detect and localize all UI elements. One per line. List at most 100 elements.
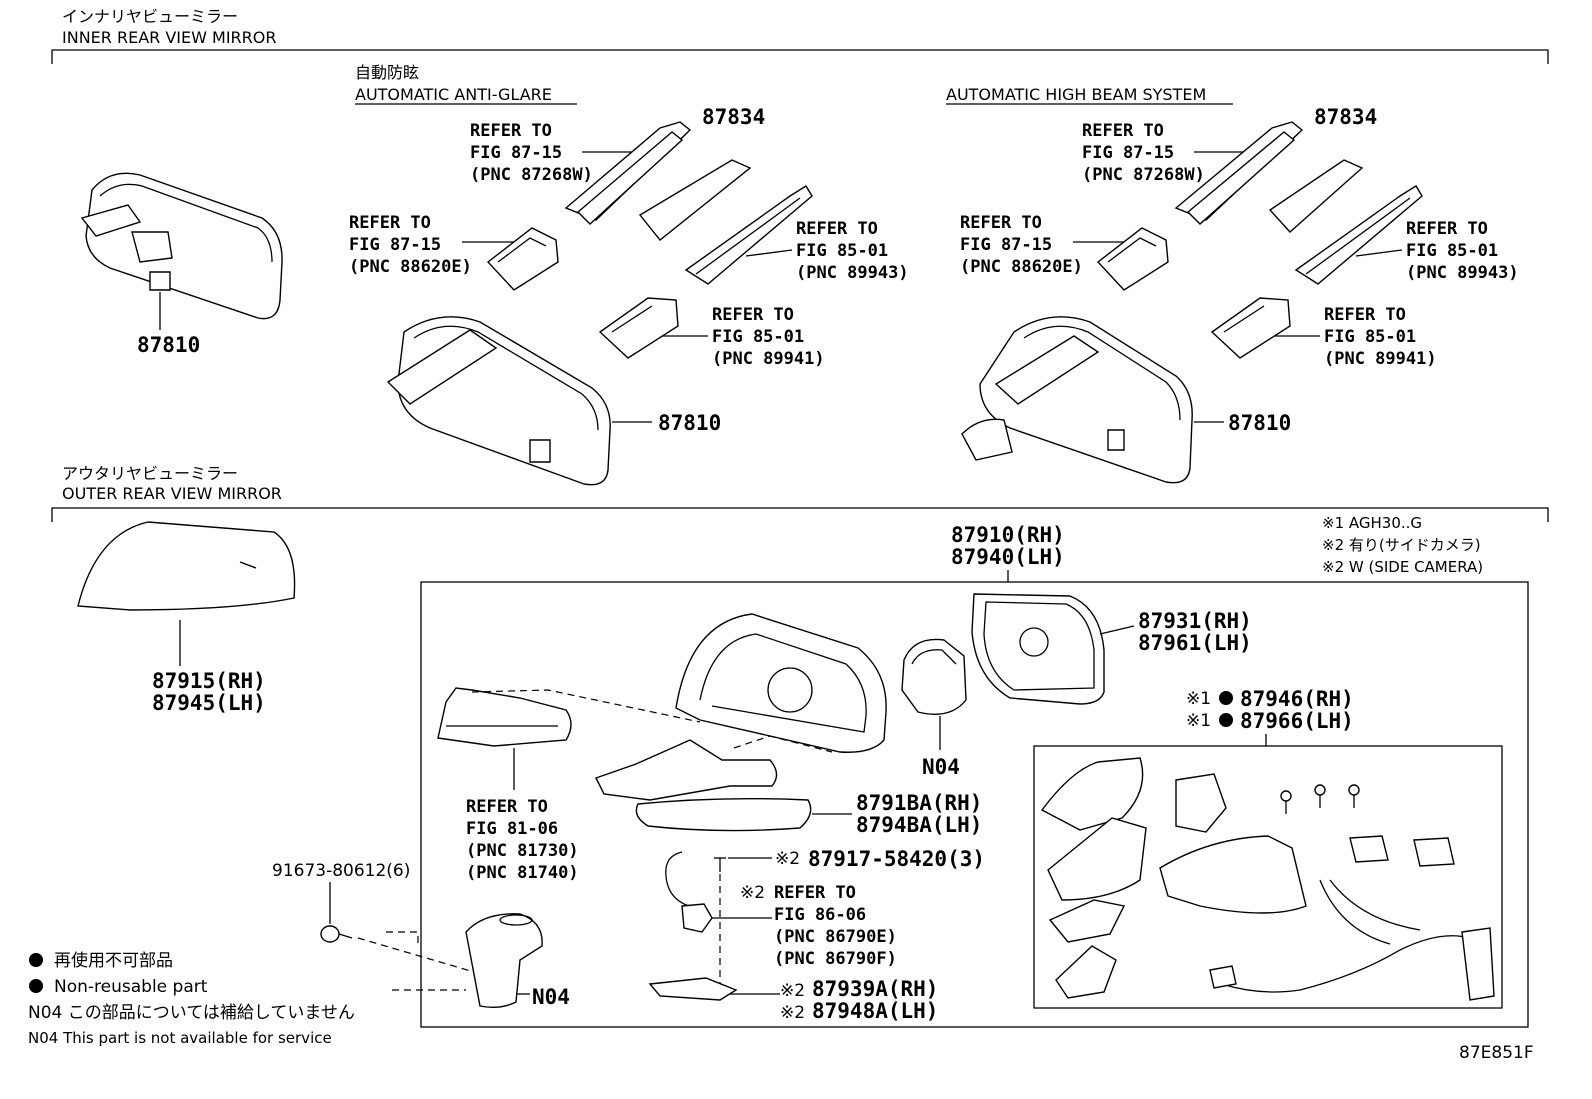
ag-bracket[interactable] (684, 185, 813, 285)
hb-bracket[interactable] (1294, 185, 1423, 285)
part-91673[interactable]: 91673-80612(6) (272, 861, 410, 881)
sub-mark-lh: ※1 (1186, 711, 1211, 731)
svg-text:※2: ※2 (740, 883, 765, 903)
svg-text:(PNC 88620E): (PNC 88620E) (960, 257, 1083, 277)
svg-text:FIG 85-01: FIG 85-01 (796, 241, 888, 261)
svg-text:(PNC 81730): (PNC 81730) (466, 841, 579, 861)
camera-screw-icon[interactable] (714, 857, 726, 872)
side-camera-cable[interactable] (665, 851, 713, 933)
legend-n04-jp: N04 この部品については補給していません (28, 1003, 355, 1023)
base-screw[interactable] (320, 925, 353, 943)
part-n04-motor[interactable]: N04 (922, 755, 960, 779)
svg-text:(PNC 87268W): (PNC 87268W) (1082, 165, 1205, 185)
leader-mirror-glass (1099, 625, 1135, 635)
svg-text:REFER TO: REFER TO (796, 219, 878, 239)
outer-title-jp: アウタリヤビューミラー (62, 464, 238, 483)
base-bracket[interactable] (465, 913, 543, 1009)
anti-glare-title-en: AUTOMATIC ANTI-GLARE (355, 85, 552, 104)
hb-ref-bracket: REFER TO FIG 85-01 (PNC 89943) (1406, 219, 1519, 283)
inner-mirror-standard[interactable] (80, 172, 283, 320)
part-87810-hb[interactable]: 87810 (1228, 411, 1291, 435)
part-87940[interactable]: 87940(LH) (951, 545, 1065, 569)
part-87961[interactable]: 87961(LH) (1138, 631, 1252, 655)
svg-text:FIG 85-01: FIG 85-01 (1324, 327, 1416, 347)
part-87917[interactable]: 87917-58420(3) (808, 847, 985, 871)
leader-hb-bracket (1355, 249, 1403, 257)
part-n04-base[interactable]: N04 (532, 985, 570, 1009)
part-8791ba[interactable]: 8791BA(RH) (856, 791, 982, 815)
ag-rain-sensor[interactable] (486, 227, 559, 291)
svg-text:FIG 86-06: FIG 86-06 (774, 905, 866, 925)
svg-text:(PNC 81740): (PNC 81740) (466, 863, 579, 883)
hb-cover-strip[interactable] (1174, 121, 1304, 225)
ref-turn-lamp: REFER TO FIG 81-06 (PNC 81730) (PNC 8174… (466, 797, 579, 883)
outer-section-bracket (51, 507, 1549, 522)
camera-cover-mark-rh: ※2 (780, 981, 805, 1001)
ag-cover-plate[interactable] (638, 159, 752, 241)
svg-text:(PNC 89941): (PNC 89941) (712, 349, 825, 369)
legend-dot-en (29, 979, 43, 993)
svg-text:REFER TO: REFER TO (1324, 305, 1406, 325)
sub-assembly-box (1033, 745, 1503, 1009)
hb-inner-mirror[interactable] (961, 316, 1193, 484)
part-87945[interactable]: 87945(LH) (152, 691, 266, 715)
inner-title-en: INNER REAR VIEW MIRROR (62, 28, 277, 47)
ag-inner-mirror[interactable] (386, 316, 611, 486)
nonreusable-dot-rh (1219, 691, 1233, 705)
turn-signal-lamp[interactable] (437, 687, 572, 747)
svg-text:REFER TO: REFER TO (349, 213, 431, 233)
part-87810-left[interactable]: 87810 (137, 333, 200, 357)
camera-cover[interactable] (648, 977, 738, 1001)
svg-text:(PNC 89941): (PNC 89941) (1324, 349, 1437, 369)
outer-mirror-glass[interactable] (971, 593, 1105, 705)
part-87910[interactable]: 87910(RH) (951, 523, 1065, 547)
anti-glare-title-jp: 自動防眩 (355, 63, 419, 82)
camera-cover-mark-lh: ※2 (780, 1003, 805, 1023)
assembly-box (420, 581, 1529, 1028)
legend-nonreusable-en: Non-reusable part (54, 977, 208, 997)
legend-n04-en: N04 This part is not available for servi… (28, 1029, 332, 1047)
part-87946[interactable]: 87946(RH) (1240, 687, 1354, 711)
ref-side-camera: ※2 REFER TO FIG 86-06 (PNC 86790E) (PNC … (740, 883, 897, 969)
sub-screw-icon-1 (1280, 790, 1292, 814)
hb-cover-plate[interactable] (1268, 159, 1364, 233)
note-3: ※2 W (SIDE CAMERA) (1322, 558, 1483, 576)
ag-camera[interactable] (598, 297, 679, 359)
part-87939a[interactable]: 87939A(RH) (812, 977, 938, 1001)
part-87810-ag[interactable]: 87810 (658, 411, 721, 435)
part-87966[interactable]: 87966(LH) (1240, 709, 1354, 733)
part-87834-hb[interactable]: 87834 (1314, 105, 1377, 129)
legend-nonreusable-jp: 再使用不可部品 (54, 950, 173, 971)
svg-text:REFER TO: REFER TO (774, 883, 856, 903)
outer-mirror-motor[interactable] (901, 638, 967, 715)
ag-ref-bracket: REFER TO FIG 85-01 (PNC 89943) (796, 219, 909, 283)
ag-ref-sensor: REFER TO FIG 87-15 (PNC 88620E) (349, 213, 472, 277)
outer-mirror-cover[interactable] (77, 521, 296, 611)
part-87915[interactable]: 87915(RH) (152, 669, 266, 693)
part-87931[interactable]: 87931(RH) (1138, 609, 1252, 633)
svg-text:FIG 87-15: FIG 87-15 (349, 235, 441, 255)
svg-text:FIG 81-06: FIG 81-06 (466, 819, 558, 839)
part-8794ba[interactable]: 8794BA(LH) (856, 813, 982, 837)
high-beam-title-en: AUTOMATIC HIGH BEAM SYSTEM (946, 85, 1206, 104)
part-87834-ag[interactable]: 87834 (702, 105, 765, 129)
inner-section-bracket (51, 49, 1549, 64)
svg-text:REFER TO: REFER TO (470, 121, 552, 141)
svg-text:(PNC 89943): (PNC 89943) (796, 263, 909, 283)
part-87948a[interactable]: 87948A(LH) (812, 999, 938, 1023)
ag-ref-camera: REFER TO FIG 85-01 (PNC 89941) (712, 305, 825, 369)
outer-lower-cover[interactable] (635, 797, 812, 832)
hb-ref-sensor: REFER TO FIG 87-15 (PNC 88620E) (960, 213, 1083, 277)
svg-text:(PNC 86790F): (PNC 86790F) (774, 949, 897, 969)
svg-text:REFER TO: REFER TO (1406, 219, 1488, 239)
outer-mirror-housing[interactable] (675, 613, 887, 753)
hb-rain-sensor[interactable] (1096, 227, 1169, 291)
outer-inner-bracket[interactable] (595, 739, 778, 801)
nonreusable-dot-lh (1219, 713, 1233, 727)
hb-camera[interactable] (1210, 297, 1291, 359)
ag-cover-strip[interactable] (564, 121, 692, 225)
svg-text:(PNC 86790E): (PNC 86790E) (774, 927, 897, 947)
sub-assembly-parts[interactable] (1040, 757, 1495, 1001)
svg-text:(PNC 87268W): (PNC 87268W) (470, 165, 593, 185)
